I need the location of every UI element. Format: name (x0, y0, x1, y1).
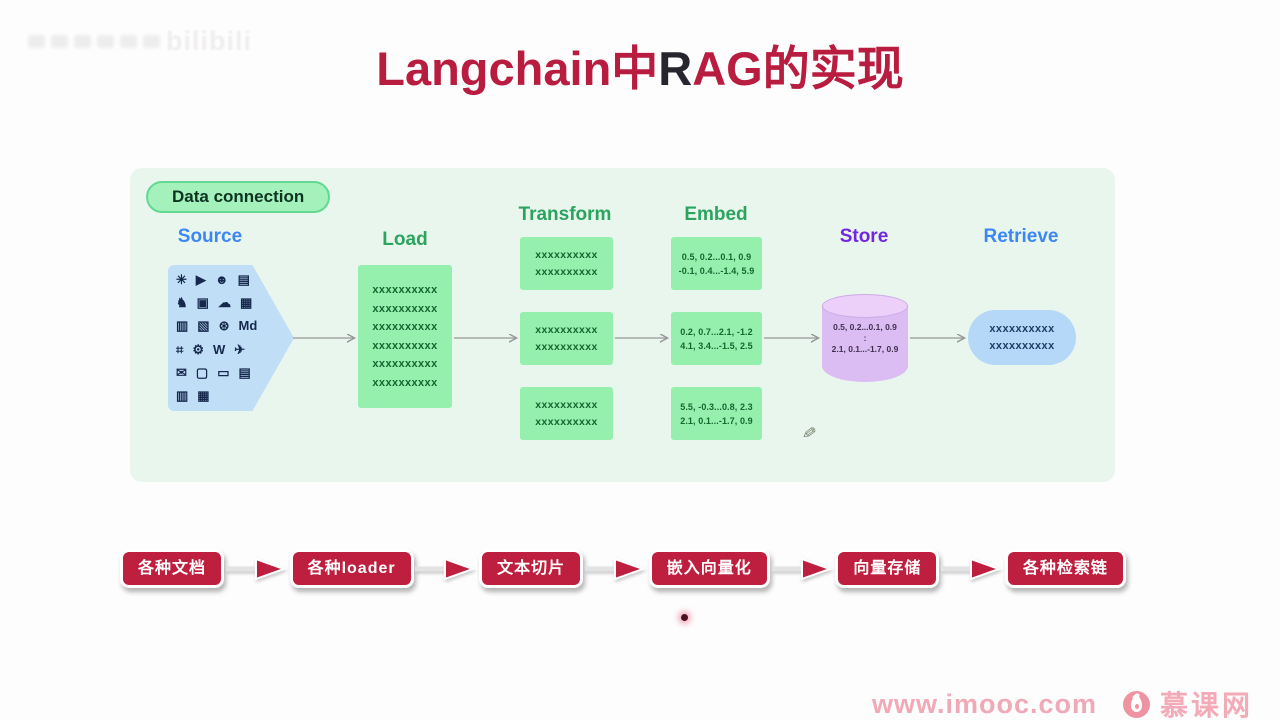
embed-line: 5.5, -0.3...0.8, 2.3 (680, 401, 753, 412)
cylinder-lid (822, 294, 908, 318)
markdown-icon: Md (238, 318, 258, 334)
transform-line: xxxxxxxxxx (535, 398, 598, 411)
transform-line: xxxxxxxxxx (535, 415, 598, 428)
flow-step-loader: 各种loader (289, 549, 414, 588)
wikipedia-icon: W (212, 341, 226, 357)
load-box: xxxxxxxxxx xxxxxxxxxx xxxxxxxxxx xxxxxxx… (358, 265, 452, 408)
flow-step-docs: 各种文档 (120, 549, 225, 588)
file-icon-2: ▤ (238, 364, 251, 380)
watermark-blur-blob (143, 35, 160, 48)
transform-line: xxxxxxxxxx (535, 248, 598, 261)
embed-box: 0.2, 0.7...2.1, -1.2 4.1, 3.4...-1.5, 2.… (671, 312, 762, 365)
folder-icon: ▭ (217, 364, 230, 380)
header-source: Source (177, 226, 243, 247)
data-connection-badge: Data connection (146, 181, 331, 213)
cloud-icon: ☁ (217, 295, 231, 311)
header-transform: Transform (518, 204, 612, 225)
email-icon: ✉ (176, 364, 187, 380)
flow-step-split: 文本切片 (479, 549, 584, 588)
flow-step-embed: 嵌入向量化 (648, 549, 770, 588)
flow-arrow-icon (941, 557, 1003, 580)
embed-line: 4.1, 3.4...-1.5, 2.5 (680, 340, 753, 351)
web-icon: ⊛ (218, 318, 230, 334)
ppt-icon: ▧ (197, 318, 210, 334)
flow-step-retriever: 各种检索链 (1004, 549, 1126, 588)
file-icon-3: ▥ (176, 387, 189, 403)
embed-box: 0.5, 0.2...0.1, 0.9 -0.1, 0.4...-1.4, 5.… (671, 237, 762, 290)
store-line: : (863, 333, 867, 343)
image-icon: ▣ (196, 295, 209, 311)
flow-arrow-icon (584, 557, 646, 580)
page-title: Langchain中RAG的实现 (0, 30, 1280, 99)
notion-icon: ▢ (195, 364, 209, 380)
embed-line: 0.5, 0.2...0.1, 0.9 (681, 251, 752, 262)
load-line: xxxxxxxxxx (372, 358, 438, 370)
imooc-url: www.imooc.com (872, 688, 1098, 719)
transform-box: xxxxxxxxxx xxxxxxxxxx (520, 387, 613, 440)
flame-shape (1131, 695, 1143, 712)
bilibili-logo-text: bilibili (166, 26, 252, 56)
slack-icon: ✳ (176, 272, 187, 287)
transform-box: xxxxxxxxxx xxxxxxxxxx (520, 312, 613, 365)
pdf-icon: ▦ (239, 295, 253, 311)
load-line: xxxxxxxxxx (372, 302, 438, 315)
vector-store-cylinder: 0.5, 0.2...0.1, 0.9 : 2.1, 0.1...-1.7, 0… (822, 294, 908, 382)
load-line: xxxxxxxxxx (372, 376, 438, 389)
transform-line: xxxxxxxxxx (535, 323, 598, 336)
embed-line: 2.1, 0.1...-1.7, 0.9 (680, 415, 753, 426)
load-line: xxxxxxxxxx (372, 339, 438, 352)
flow-arrow-icon (771, 557, 833, 580)
store-line: 0.5, 0.2...0.1, 0.9 (833, 322, 897, 332)
header-load: Load (382, 229, 428, 250)
header-embed: Embed (684, 204, 748, 225)
file-icon: ▤ (237, 272, 250, 287)
pipeline-flow: 各种文档 各种loader 文本切片 嵌入向量化 向量存储 各种检索链 (120, 549, 1126, 588)
transform-line: xxxxxxxxxx (535, 340, 598, 353)
imooc-watermark: www.imooc.com 慕课网 (872, 684, 1253, 724)
flow-arrow-icon (225, 557, 287, 580)
imooc-flame-icon (1123, 690, 1151, 718)
transform-box: xxxxxxxxxx xxxxxxxxxx (520, 237, 613, 290)
title-part-2: R (658, 42, 693, 95)
transform-line: xxxxxxxxxx (535, 265, 598, 278)
retrieve-line: xxxxxxxxxx (989, 339, 1055, 352)
flow-step-store: 向量存储 (835, 549, 940, 588)
title-part-3: AG的实现 (692, 42, 904, 95)
code-file-icon: ⌗ (176, 341, 184, 357)
gear-icon: ⚙ (192, 341, 204, 357)
header-store: Store (839, 226, 889, 247)
cylinder-text: 0.5, 0.2...0.1, 0.9 : 2.1, 0.1...-1.7, 0… (822, 322, 908, 355)
imooc-brand: 慕课网 (1160, 690, 1254, 721)
laser-pointer-dot (681, 614, 688, 621)
load-line: xxxxxxxxxx (372, 321, 438, 333)
retrieve-line: xxxxxxxxxx (989, 322, 1055, 335)
flow-arrow-icon (415, 557, 477, 580)
watermark-blur-blob (74, 35, 91, 48)
embed-line: 0.2, 0.7...2.1, -1.2 (680, 326, 753, 337)
store-line: 2.1, 0.1...-1.7, 0.9 (831, 344, 899, 354)
github-icon: ♞ (176, 295, 188, 311)
load-line: xxxxxxxxxx (372, 284, 438, 296)
pencil-cursor-icon: ✎ (800, 423, 818, 444)
embed-line: -0.1, 0.4...-1.4, 5.9 (678, 265, 755, 276)
title-part-1: Langchain中 (376, 42, 659, 95)
discord-icon: ☻ (214, 272, 229, 287)
watermark-blur-blob (28, 35, 45, 48)
source-icon-grid: ✳ ▶ ☻ ▤ ♞ ▣ ☁ ▦ ▥ ▧ ⊛ Md ⌗ ⚙ W ✈ ✉ ▢ ▭ ▤ ▥ ▦ (176, 273, 262, 403)
watermark-blur-blob (97, 35, 114, 48)
bilibili-watermark: bilibili (28, 26, 252, 57)
source-shape: ✳ ▶ ☻ ▤ ♞ ▣ ☁ ▦ ▥ ▧ ⊛ Md ⌗ ⚙ W ✈ ✉ ▢ ▭ ▤ ▥ ▦ (168, 265, 294, 411)
header-retrieve: Retrieve (983, 226, 1059, 247)
doc-icon: ▥ (176, 318, 189, 334)
watermark-blur-blob (51, 35, 68, 48)
twitter-icon: ✈ (234, 341, 246, 357)
cylinder-body (822, 306, 908, 382)
file-icon-4: ▦ (197, 387, 210, 403)
retrieve-pill: xxxxxxxxxx xxxxxxxxxx (968, 310, 1076, 365)
embed-box: 5.5, -0.3...0.8, 2.3 2.1, 0.1...-1.7, 0.… (671, 387, 762, 440)
data-connection-panel: Data connection Source Load Transform Em… (130, 168, 1115, 482)
watermark-blur-blob (120, 35, 137, 48)
youtube-icon: ▶ (195, 272, 206, 287)
